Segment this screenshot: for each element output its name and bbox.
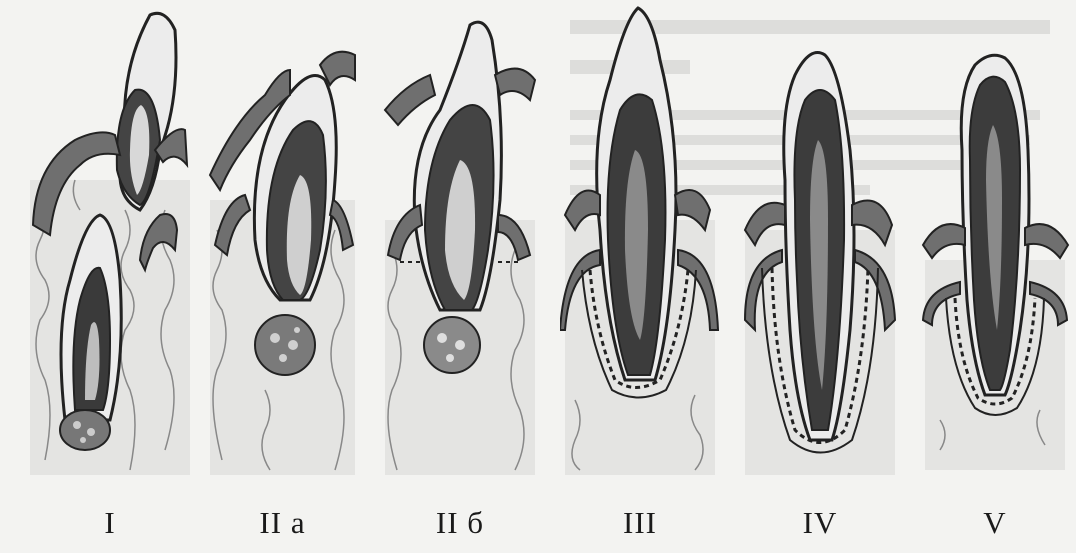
stage-2a-illustration — [205, 0, 360, 490]
stage-5-panel: V — [920, 0, 1070, 553]
stage-2b-label: II б — [380, 505, 540, 541]
stage-5-label: V — [920, 505, 1070, 541]
stage-4-label: IV — [740, 505, 900, 541]
stage-3-label: III — [560, 505, 720, 541]
stage-3-illustration — [560, 0, 720, 490]
stage-1-panel: I — [25, 0, 195, 553]
stage-4-panel: IV — [740, 0, 900, 553]
stage-4-illustration — [740, 0, 900, 490]
stage-2b-illustration — [380, 0, 540, 490]
stage-1-label: I — [25, 505, 195, 541]
stage-5-illustration — [920, 0, 1070, 490]
stage-2a-label: II а — [205, 505, 360, 541]
stage-1-illustration — [25, 0, 195, 490]
stage-2a-panel: II а — [205, 0, 360, 553]
stage-3-panel: III — [560, 0, 720, 553]
stage-2b-panel: II б — [380, 0, 540, 553]
